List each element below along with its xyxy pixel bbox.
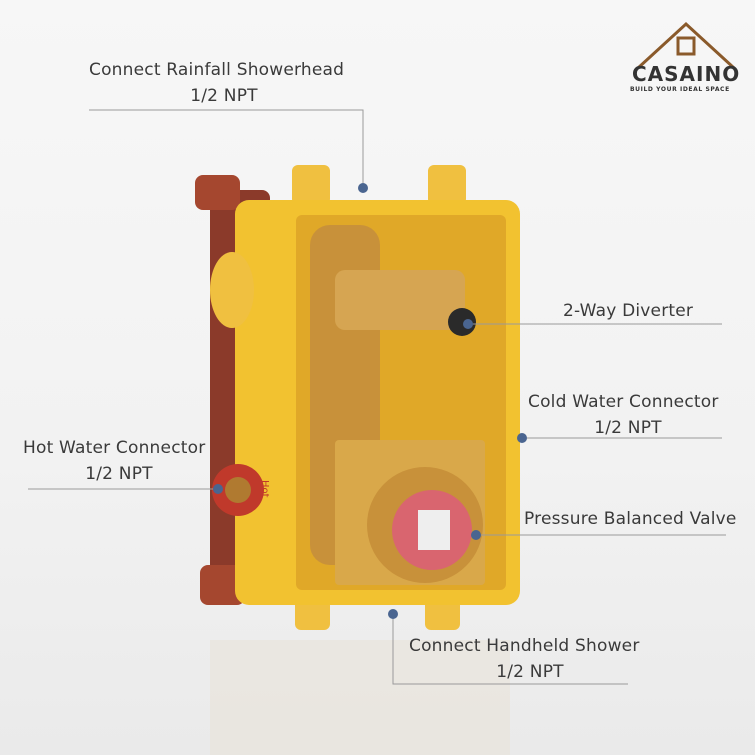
line-rainfall <box>89 109 364 188</box>
rainfall-label: Connect Rainfall Showerhead <box>89 60 345 80</box>
cartridge-stem <box>418 510 450 550</box>
callout-lines <box>28 109 726 685</box>
handheld-label: Connect Handheld Shower <box>409 636 640 656</box>
hot-size: 1/2 NPT <box>85 464 153 484</box>
brand-tagline: BUILD YOUR IDEAL SPACE <box>630 86 730 93</box>
cold-size: 1/2 NPT <box>594 418 662 438</box>
dot-handheld <box>388 609 398 619</box>
pressure-label: Pressure Balanced Valve <box>524 509 737 529</box>
product-reflection <box>210 640 510 755</box>
hot-port-inner <box>225 477 251 503</box>
diverter-tip <box>448 308 476 336</box>
rainfall-size: 1/2 NPT <box>190 86 258 106</box>
brand-name: CASAINO <box>632 62 741 86</box>
cold-label: Cold Water Connector <box>528 392 719 412</box>
dot-diverter <box>463 319 473 329</box>
line-handheld <box>392 614 628 685</box>
mounting-ears <box>195 175 245 605</box>
side-knockout <box>210 252 254 328</box>
dot-rainfall <box>358 183 368 193</box>
dot-pressure <box>471 530 481 540</box>
diverter-label: 2-Way Diverter <box>563 301 694 321</box>
dot-cold <box>517 433 527 443</box>
handheld-size: 1/2 NPT <box>496 662 564 682</box>
brand-logo <box>636 21 736 70</box>
hot-label-text: Hot Water Connector <box>23 438 206 458</box>
hot-label: Hot <box>259 480 270 498</box>
dot-hot <box>213 484 223 494</box>
diverter-stem <box>335 270 465 330</box>
